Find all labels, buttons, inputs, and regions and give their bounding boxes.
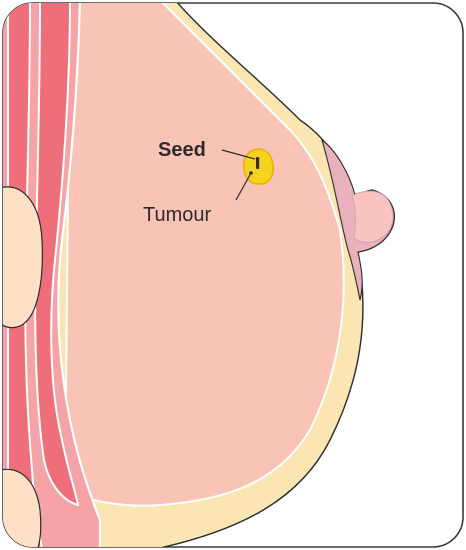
seed-marker: [256, 157, 259, 169]
seed-label: Seed: [158, 139, 206, 161]
tumour-leader-dot: [249, 171, 253, 175]
tumour-label: Tumour: [143, 204, 212, 226]
